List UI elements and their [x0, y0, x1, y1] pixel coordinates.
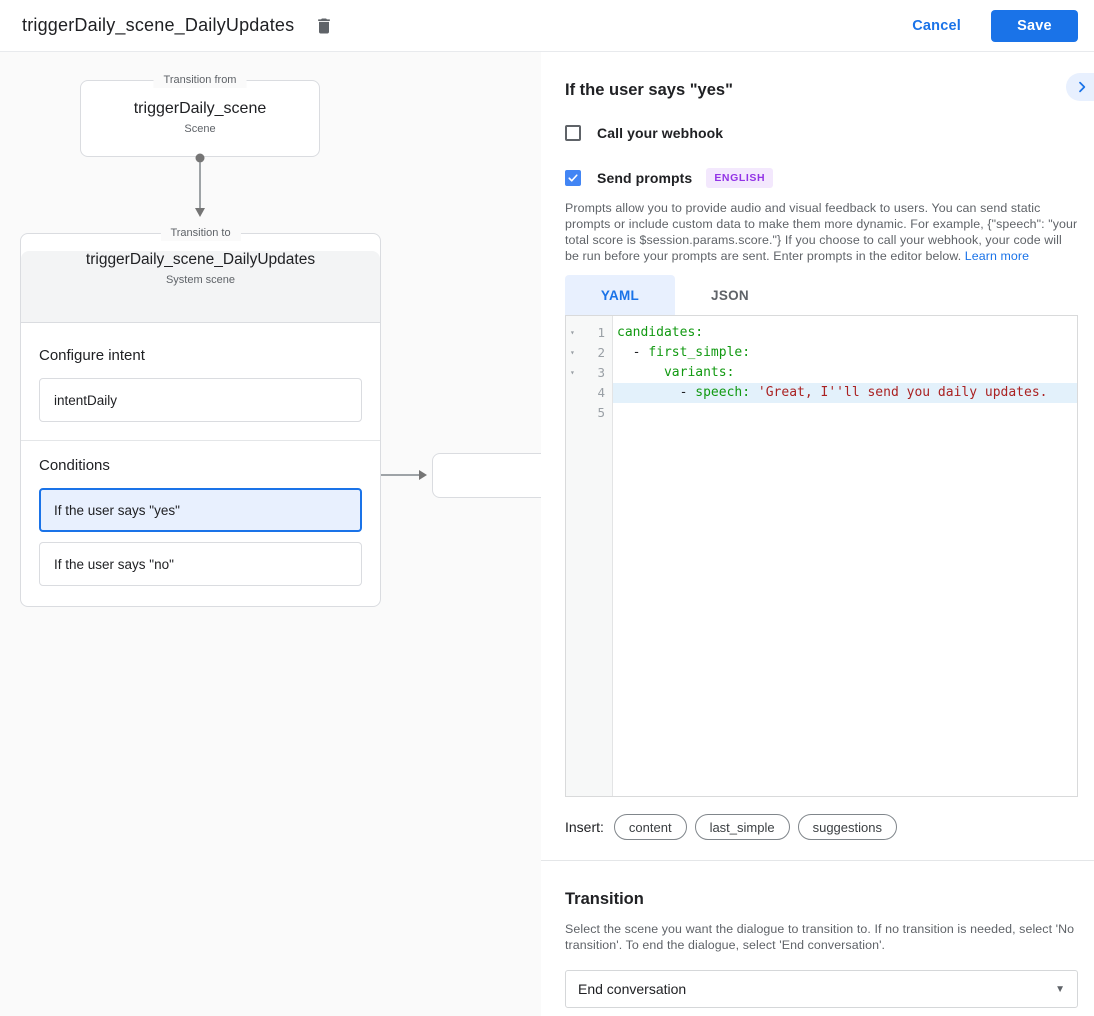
code-line[interactable]: 4 - speech: 'Great, I''ll send you daily…	[566, 383, 1077, 403]
from-scene-type: Scene	[184, 123, 216, 135]
transition-to-node: Transition to triggerDaily_scene_DailyUp…	[20, 226, 381, 607]
trash-icon	[314, 16, 334, 36]
editor-gutter	[566, 316, 613, 796]
condition-detail-panel: If the user says "yes" Call your webhook…	[541, 52, 1094, 1016]
gutter-cell: 4	[566, 383, 613, 403]
to-scene-type: System scene	[165, 274, 236, 286]
delete-scene-button[interactable]	[312, 14, 336, 38]
intent-item[interactable]: intentDaily	[39, 378, 362, 422]
line-number: 5	[597, 405, 605, 420]
page-title: triggerDaily_scene_DailyUpdates	[22, 15, 295, 35]
code-text: - speech: 'Great, I''ll send you daily u…	[613, 383, 1077, 403]
send-prompts-checkbox[interactable]	[565, 170, 581, 186]
send-prompts-row: Send prompts ENGLISH	[565, 168, 1078, 188]
transition-title: Transition	[565, 890, 644, 908]
panel-title: If the user says "yes"	[565, 81, 733, 99]
language-badge: ENGLISH	[706, 168, 774, 188]
chevron-right-icon	[1074, 79, 1090, 95]
call-webhook-checkbox[interactable]	[565, 125, 581, 141]
code-line[interactable]: 5	[566, 403, 1077, 423]
code-segment-plain	[617, 365, 664, 380]
prompts-description: Prompts allow you to provide audio and v…	[565, 200, 1078, 264]
fold-arrow-icon[interactable]: ▾	[570, 348, 575, 357]
tab-yaml[interactable]: YAML	[565, 275, 675, 315]
line-number: 2	[597, 345, 605, 360]
code-segment-key: variants:	[663, 365, 735, 380]
insert-label: Insert:	[565, 819, 604, 835]
configure-intent-label: Configure intent	[39, 347, 145, 364]
code-text	[613, 403, 1077, 423]
cancel-button[interactable]: Cancel	[912, 17, 961, 34]
insert-chip-content[interactable]: content	[613, 814, 687, 840]
gutter-cell: ▾3	[566, 363, 613, 383]
code-segment-plain: -	[617, 345, 649, 360]
checkmark-icon	[567, 172, 579, 184]
gutter-cell: 5	[566, 403, 613, 423]
transition-select[interactable]: End conversation ▼	[565, 970, 1078, 1008]
webhook-row: Call your webhook	[565, 123, 1078, 143]
card-divider	[21, 440, 380, 441]
save-button[interactable]: Save	[991, 9, 1078, 42]
tab-json[interactable]: JSON	[711, 287, 749, 303]
insert-chips: content last_simple suggestions	[613, 814, 905, 840]
condition-item[interactable]: If the user says "no"	[39, 542, 362, 586]
from-scene-name: triggerDaily_scene	[133, 100, 267, 117]
insert-chip-last_simple[interactable]: last_simple	[694, 814, 790, 840]
code-segment-key: first_simple:	[648, 345, 751, 360]
learn-more-link[interactable]: Learn more	[964, 249, 1030, 263]
call-webhook-label: Call your webhook	[597, 125, 724, 141]
code-text: - first_simple:	[613, 343, 1077, 363]
code-line[interactable]: ▾3 variants:	[566, 363, 1077, 383]
code-segment-key: candidates:	[617, 325, 704, 340]
code-text: candidates:	[613, 323, 1077, 343]
line-number: 1	[597, 325, 605, 340]
insert-chip-suggestions[interactable]: suggestions	[797, 814, 897, 840]
scene-card-body: Configure intent intentDaily Conditions …	[21, 323, 380, 606]
code-line[interactable]: ▾2 - first_simple:	[566, 343, 1077, 363]
scene-card-header: triggerDaily_scene_DailyUpdates System s…	[21, 251, 380, 323]
prompts-description-text: Prompts allow you to provide audio and v…	[565, 201, 1078, 263]
line-number: 3	[597, 365, 605, 380]
fold-arrow-icon[interactable]: ▾	[570, 328, 575, 337]
code-text: variants:	[613, 363, 1077, 383]
gutter-cell: ▾1	[566, 323, 613, 343]
conditions-list: If the user says "yes" If the user says "…	[39, 488, 362, 586]
gutter-cell: ▾2	[566, 343, 613, 363]
code-segment-key: speech:	[695, 385, 758, 400]
conditions-label: Conditions	[39, 457, 110, 474]
transition-from-node[interactable]: Transition from triggerDaily_scene Scene	[80, 73, 320, 157]
send-prompts-label: Send prompts	[597, 170, 693, 186]
top-bar: triggerDaily_scene_DailyUpdates Cancel S…	[0, 0, 1094, 52]
condition-item[interactable]: If the user says "yes"	[39, 488, 362, 532]
section-divider	[541, 860, 1094, 861]
insert-row: Insert: content last_simple suggestions	[565, 813, 1078, 841]
transition-to-legend: Transition to	[160, 226, 241, 241]
scene-diagram-canvas: Transition from triggerDaily_scene Scene…	[0, 52, 541, 1016]
transition-from-legend: Transition from	[153, 73, 247, 88]
transition-description: Select the scene you want the dialogue t…	[565, 922, 1075, 952]
line-number: 4	[597, 385, 605, 400]
code-segment-string: 'Great, I''ll send you daily updates.	[757, 385, 1048, 400]
dropdown-caret-icon: ▼	[1055, 983, 1065, 995]
fold-arrow-icon[interactable]: ▾	[570, 368, 575, 377]
code-segment-plain: -	[617, 385, 696, 400]
transition-select-value: End conversation	[578, 981, 687, 997]
editor-tabs: YAML JSON	[565, 275, 1078, 315]
collapse-panel-button[interactable]	[1066, 73, 1094, 101]
to-scene-name: triggerDaily_scene_DailyUpdates	[85, 251, 316, 268]
next-scene-node-partial[interactable]	[432, 453, 541, 498]
